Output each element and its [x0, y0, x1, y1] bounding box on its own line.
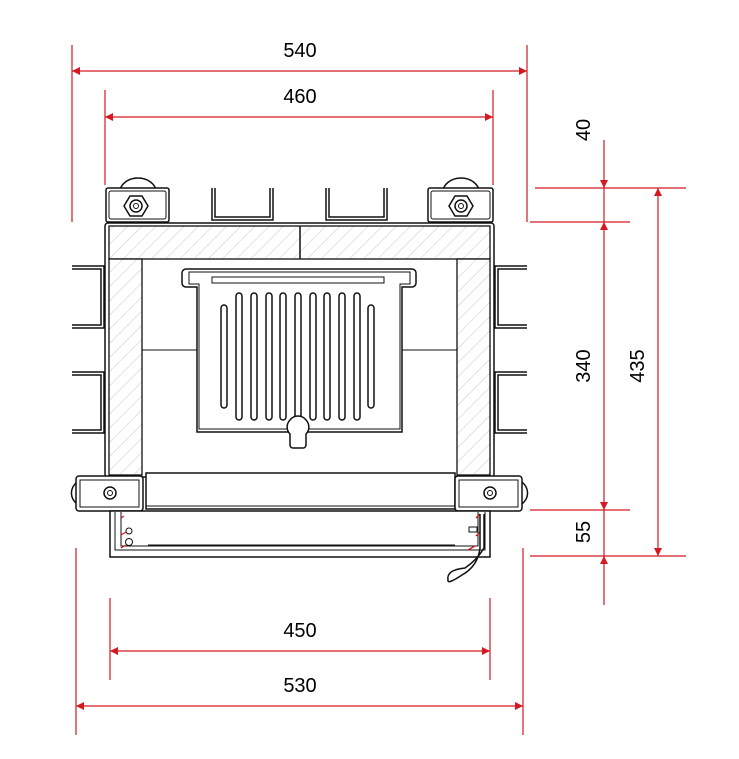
bolt-icon	[103, 486, 117, 500]
bolt-icon	[483, 486, 497, 500]
hex-nut-icon	[123, 195, 149, 217]
ash-drawer	[109, 510, 491, 583]
dim-450-label: 450	[283, 620, 316, 642]
left-insulation	[108, 258, 143, 476]
side-bracket-right	[494, 371, 527, 434]
dim-460-label: 460	[283, 86, 316, 108]
dim-40-label: 40	[573, 119, 595, 141]
hex-nut-icon	[448, 195, 474, 217]
top-bracket	[325, 188, 388, 221]
dimension-lines: 540 460 40 340 435 55 450 530	[71, 40, 686, 735]
dim-340-label: 340	[573, 349, 595, 382]
grate-handle	[286, 415, 310, 449]
top-left-mount	[105, 177, 170, 223]
fireplace-insert	[70, 177, 529, 583]
grate	[181, 268, 417, 449]
bottom-rail	[145, 472, 456, 510]
side-bracket-left	[72, 371, 105, 434]
dim-530-label: 530	[283, 675, 316, 697]
side-bracket-left	[72, 265, 105, 329]
dim-435-label: 435	[627, 349, 649, 382]
bottom-left-mount	[70, 475, 144, 512]
drawer-pull-hook-icon	[447, 514, 485, 583]
side-bracket-right	[494, 265, 527, 329]
dim-55-label: 55	[573, 521, 595, 543]
dim-540-label: 540	[283, 40, 316, 62]
top-right-mount	[427, 177, 494, 223]
bottom-right-mount	[454, 475, 529, 512]
top-bracket	[211, 188, 274, 221]
right-insulation	[456, 258, 491, 476]
